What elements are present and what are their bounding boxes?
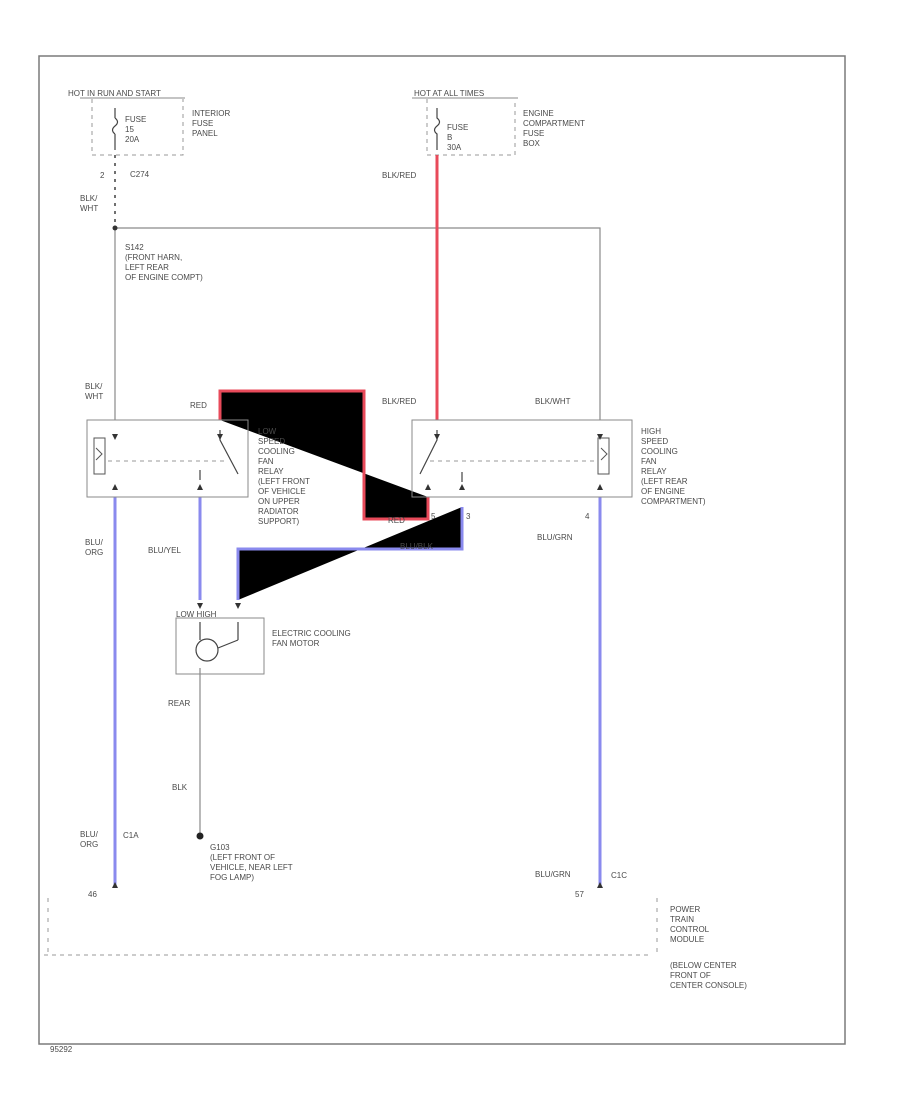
- splice-s142: [112, 225, 118, 231]
- label-pin57: 57: [575, 890, 584, 899]
- label-blk-wht-right: BLK/WHT: [535, 397, 571, 406]
- label-blu-grn-bottom: BLU/GRN: [535, 870, 571, 879]
- label-blu-org-left: BLU/ORG: [85, 538, 104, 557]
- label-blk: BLK: [172, 783, 188, 792]
- blu-blk-wire: [236, 507, 464, 600]
- low-speed-relay: [86, 419, 249, 498]
- ground-g103: [196, 832, 204, 840]
- high-speed-relay: [411, 419, 633, 498]
- label-blu-grn-top: BLU/GRN: [537, 533, 573, 542]
- label-hot-in-run: HOT IN RUN AND START: [68, 89, 161, 98]
- interior-fuse-symbol: [111, 108, 119, 150]
- label-blu-yel: BLU/YEL: [148, 546, 181, 555]
- label-pin5: 5: [431, 512, 436, 521]
- label-pin3: 3: [466, 512, 471, 521]
- label-red-bottom: RED: [388, 516, 405, 525]
- low-relay-coil: [93, 437, 106, 475]
- high-relay-coil: [597, 437, 610, 475]
- motor-symbol: [195, 622, 239, 662]
- splice-to-high-relay-wire: [115, 227, 601, 420]
- red-relay-link-wire: [218, 389, 430, 521]
- diagram-border: [38, 55, 846, 1045]
- cooling-fan-motor: [175, 617, 265, 675]
- engine-fuse-box: [426, 99, 516, 156]
- label-pin4: 4: [585, 512, 590, 521]
- label-blu-blk: BLU/BLK: [400, 542, 434, 551]
- label-pin-rear: REAR: [168, 699, 190, 708]
- high-relay-switch: [419, 430, 463, 482]
- label-c274: C274: [130, 170, 150, 179]
- label-blk-red-vert: BLK/RED: [382, 171, 416, 180]
- label-pin2-top: 2: [100, 171, 105, 180]
- low-relay-terminals: [112, 434, 223, 490]
- label-blk-wht-top: BLK/WHT: [80, 194, 98, 213]
- label-hot-all-times: HOT AT ALL TIMES: [414, 89, 484, 98]
- pcm-connector-pins: [112, 882, 603, 888]
- label-blk-wht-mid: BLK/WHT: [85, 382, 103, 401]
- label-c1c: C1C: [611, 871, 627, 880]
- motor-terminals: [197, 603, 241, 609]
- label-figure-id: 95292: [50, 1045, 73, 1054]
- high-relay-terminals: [425, 434, 603, 490]
- engine-fuse-symbol: [433, 108, 441, 150]
- label-blk-red-top: BLK/RED: [382, 397, 416, 406]
- label-red-top: RED: [190, 401, 207, 410]
- interior-fuse-panel-box: [91, 99, 184, 156]
- label-pin46: 46: [88, 890, 97, 899]
- label-motor-pins: LOW HIGH: [176, 610, 217, 619]
- label-c1a: C1A: [123, 831, 139, 840]
- label-blu-org-bottom: BLU/ORG: [80, 830, 99, 849]
